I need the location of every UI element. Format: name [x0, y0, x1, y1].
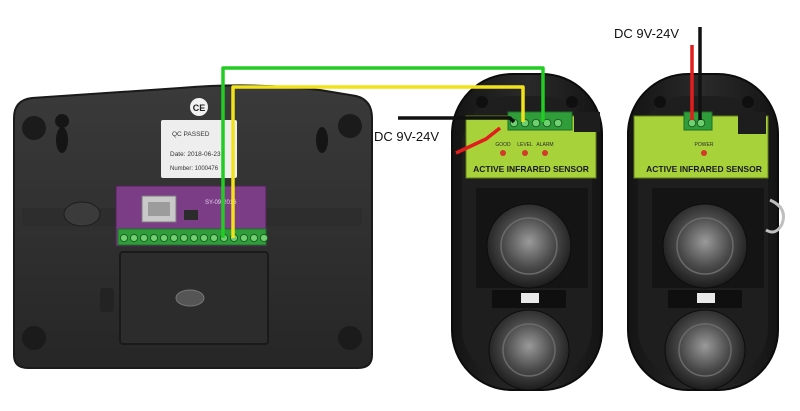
- ce-mark-ring: [190, 98, 208, 116]
- panel-terminal-screw-1: [119, 233, 129, 243]
- battery-cover-latch: [100, 288, 114, 312]
- battery-cover-logo: [175, 289, 205, 307]
- qc-sticker-date: Date: 2018-06-23: [170, 151, 221, 158]
- wires: [221, 27, 702, 238]
- panel-terminal-screw-9: [199, 233, 209, 243]
- right-detector: POWER ACTIVE INFRARED SENSOR: [627, 73, 785, 391]
- right-detector-band-text: ACTIVE INFRARED SENSOR: [646, 164, 762, 174]
- panel-recess-hole: [63, 201, 101, 227]
- left-detector-screw-right: [566, 96, 578, 108]
- left-led-label-level: LEVEL: [517, 142, 533, 148]
- right-terminal-screw-1: [687, 118, 697, 128]
- right-detector-terminal-screws: [687, 118, 706, 128]
- left-lens-top-ring: [500, 217, 558, 275]
- left-lens-top: [486, 203, 572, 289]
- panel-terminal-screw-14: [249, 233, 259, 243]
- panel-foot-bottom-left: [22, 326, 46, 350]
- right-lens-top-ring: [676, 217, 734, 275]
- right-voltage-label: DC 9V-24V: [614, 26, 679, 41]
- left-detector-band-text: ACTIVE INFRARED SENSOR: [473, 164, 589, 174]
- left-voltage-label: DC 9V-24V: [374, 129, 439, 144]
- ce-mark: CE: [193, 103, 206, 113]
- left-terminal-screw-4: [542, 118, 552, 128]
- panel-terminal-screw-7: [179, 233, 189, 243]
- left-terminal-screw-5: [553, 118, 563, 128]
- qc-sticker-number: Number: 1000476: [170, 166, 219, 172]
- left-led-good: [500, 150, 506, 156]
- left-detector-side-module: [574, 112, 600, 132]
- qc-sticker: [161, 120, 237, 178]
- left-led-level: [522, 150, 528, 156]
- left-led-alarm: [542, 150, 548, 156]
- panel-terminal-screw-2: [129, 233, 139, 243]
- qc-sticker-title: QC PASSED: [172, 131, 210, 138]
- right-terminal-screw-2: [696, 118, 706, 128]
- right-power-led: [701, 150, 707, 156]
- right-mid-sticker: [697, 293, 715, 303]
- right-lens-bottom: [664, 309, 746, 391]
- panel-terminal-screw-10: [209, 233, 219, 243]
- left-terminal-screw-3: [531, 118, 541, 128]
- left-led-label-alarm: ALARM: [536, 142, 553, 148]
- mount-hole-right-slot: [316, 127, 328, 153]
- left-lens-bottom: [488, 309, 570, 391]
- left-led-label-good: GOOD: [495, 142, 511, 148]
- panel-foot-bottom-right: [338, 326, 362, 350]
- right-lens-bottom-ring: [678, 323, 732, 377]
- right-detector-cable-loop: [765, 198, 785, 234]
- panel-terminal-screw-15: [259, 233, 269, 243]
- wire-green: [221, 66, 545, 238]
- right-detector-screw-right: [742, 96, 754, 108]
- mount-hole-left-slot: [56, 127, 68, 153]
- pcb-chip: [184, 210, 198, 220]
- wire-red-left: [455, 126, 502, 155]
- right-lens-top: [662, 203, 748, 289]
- panel-terminal-screw-8: [189, 233, 199, 243]
- left-detector-screw-left: [476, 96, 488, 108]
- right-power-label: POWER: [695, 142, 714, 148]
- panel-terminal-screws: [119, 233, 269, 243]
- sim-slot-inner: [148, 202, 170, 216]
- wire-black-left: [398, 116, 516, 124]
- right-detector-side-module: [738, 112, 766, 134]
- panel-terminal-screw-5: [159, 233, 169, 243]
- pcb-board-text: SY-09-2016: [205, 200, 237, 206]
- panel-terminal-screw-3: [139, 233, 149, 243]
- right-detector-screw-left: [654, 96, 666, 108]
- panel-foot-top-right: [338, 114, 362, 138]
- panel-terminal-screw-6: [169, 233, 179, 243]
- wire-yellow: [231, 85, 525, 238]
- panel-foot-top-left: [22, 116, 46, 140]
- left-lens-bottom-ring: [502, 323, 556, 377]
- left-mid-sticker: [521, 293, 539, 303]
- panel-terminal-screw-4: [149, 233, 159, 243]
- panel-terminal-screw-13: [239, 233, 249, 243]
- left-detector: GOOD LEVEL ALARM ACTIVE INFRARED SENSOR: [451, 73, 603, 391]
- alarm-panel: CE QC PASSED Date: 2018-06-23 Number: 10…: [13, 84, 373, 369]
